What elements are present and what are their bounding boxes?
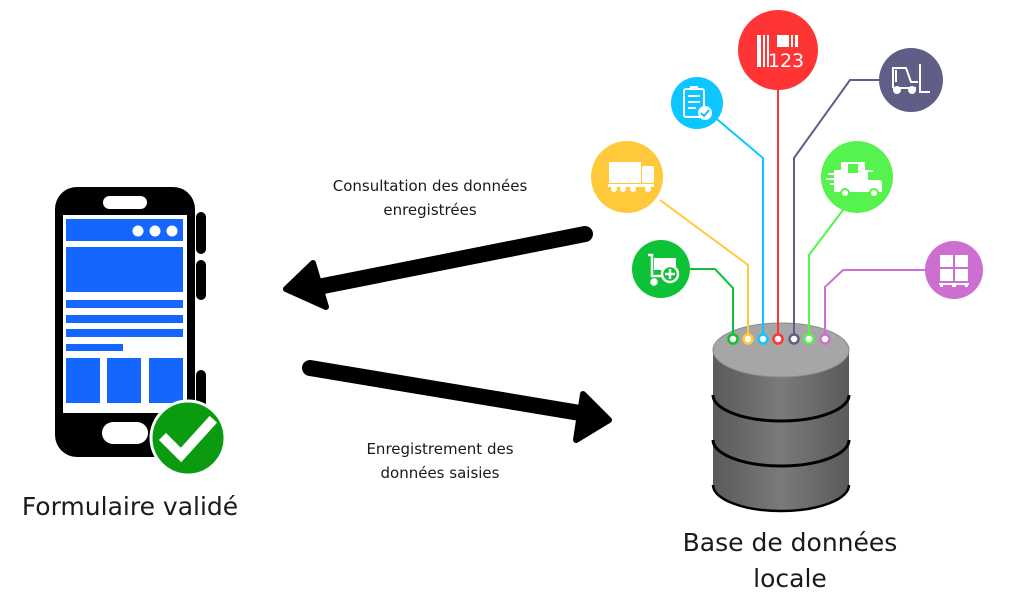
connector-checklist: [711, 114, 764, 334]
source-cart: [632, 240, 690, 298]
screen-header-bar: [66, 219, 183, 241]
port-truck: [742, 333, 754, 345]
phone-home-button: [102, 422, 148, 444]
phone-side-button-mid: [196, 260, 206, 300]
checkmark-icon: [158, 415, 218, 463]
arrow-enregistrement-label-line1: Enregistrement des: [366, 440, 514, 458]
forklift-icon: [892, 64, 930, 94]
screen-banner: [66, 247, 183, 292]
connector-truck: [659, 199, 749, 334]
delivery-van-icon: [826, 162, 882, 198]
source-van: [821, 141, 893, 213]
pallet-boxes-icon: [939, 255, 969, 287]
source-checklist: [671, 77, 723, 129]
port-cart: [727, 333, 739, 345]
port-forklift: [788, 333, 800, 345]
port-checklist: [757, 333, 769, 345]
database-bottom-edge: [711, 484, 851, 513]
arrow-consultation-shaft: [310, 226, 593, 295]
cart-plus-icon: [648, 253, 680, 286]
arrow-enregistrement-label: Enregistrement des données saisies: [300, 437, 580, 485]
screen-dot: [166, 225, 178, 237]
source-barcode: 123: [738, 10, 818, 90]
database-ring: [711, 439, 851, 468]
phone-screen-content: [66, 219, 183, 403]
source-pallet-circle: [925, 241, 983, 299]
barcode-number: 123: [768, 50, 804, 72]
port-van: [803, 333, 815, 345]
truck-icon: [608, 162, 654, 192]
arrow-enregistrement-shaft: [302, 360, 588, 421]
screen-dot: [132, 225, 144, 237]
arrow-consultation-label-line2: enregistrées: [383, 201, 477, 219]
arrow-enregistrement-head: [573, 391, 612, 443]
screen-tile: [107, 358, 141, 403]
arrow-enregistrement-label-line2: données saisies: [380, 464, 500, 482]
arrow-consultation-head: [283, 260, 329, 310]
port-barcode: [772, 333, 784, 345]
source-forklift: [879, 48, 943, 112]
clipboard-check-icon: [683, 86, 712, 120]
source-pallet: [925, 241, 983, 299]
arrow-enregistrement: [302, 360, 612, 443]
database-caption-line2: locale: [753, 564, 827, 593]
arrow-consultation: [283, 226, 593, 310]
phone-speaker: [103, 196, 147, 209]
port-pallet: [819, 333, 831, 345]
phone-side-button-top: [196, 212, 206, 254]
connector-van: [808, 209, 844, 334]
source-truck: [591, 141, 663, 213]
screen-line: [66, 329, 183, 337]
screen-line-short: [66, 344, 123, 351]
database-cylinder: [711, 322, 851, 513]
arrow-consultation-label-line1: Consultation des données: [332, 177, 528, 195]
arrow-consultation-label: Consultation des données enregistrées: [290, 174, 570, 222]
database-caption: Base de données locale: [640, 525, 940, 597]
screen-line: [66, 300, 183, 308]
connector-ports: [727, 333, 831, 345]
database-ring: [711, 394, 851, 423]
screen-tile: [66, 358, 100, 403]
connectors: [659, 79, 925, 334]
screen-tile: [149, 358, 183, 403]
database-body: [713, 350, 849, 511]
source-barcode-circle: [738, 10, 818, 90]
phone-side-button-low: [196, 370, 206, 410]
phone-illustration: [55, 187, 227, 477]
screen-line: [66, 315, 183, 323]
connector-pallet: [824, 269, 925, 334]
screen-dot: [149, 225, 161, 237]
phone-caption: Formulaire validé: [21, 492, 239, 521]
barcode-icon: [757, 35, 798, 67]
database-caption-line1: Base de données: [682, 528, 898, 557]
connector-forklift: [793, 79, 880, 334]
connector-cart: [690, 268, 734, 334]
